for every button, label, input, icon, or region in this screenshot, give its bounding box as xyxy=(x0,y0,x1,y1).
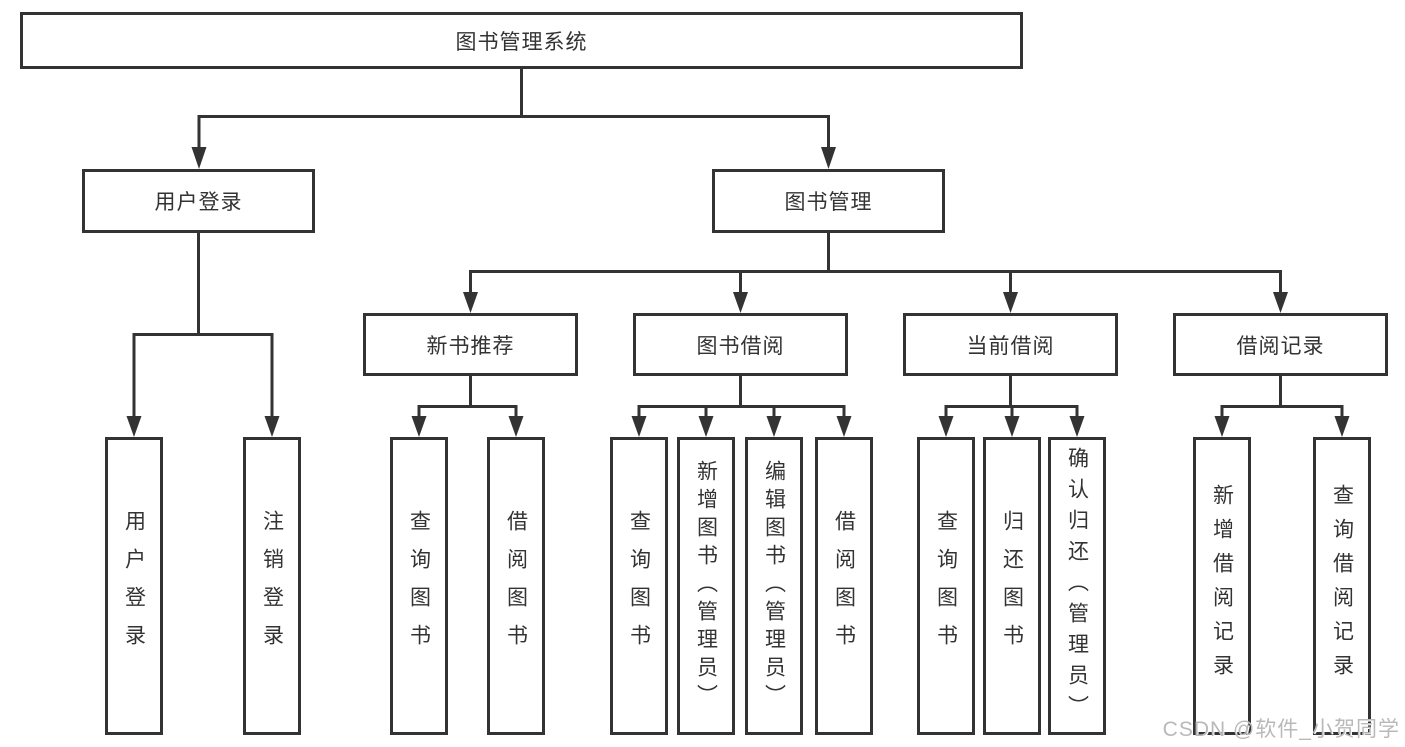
leaf-bb-edit-books-admin: 编辑图书（管理员） xyxy=(745,437,803,735)
node-new-book-recommend: 新书推荐 xyxy=(363,313,578,376)
node-new-book-recommend-label: 新书推荐 xyxy=(426,334,515,358)
leaf-cb-confirm-return-admin: 确认归还（管理员） xyxy=(1048,437,1106,735)
node-borrow-records: 借阅记录 xyxy=(1173,313,1388,376)
leaf-br-query-borrow-record: 查询借阅记录 xyxy=(1313,437,1371,735)
node-book-management: 图书管理 xyxy=(712,169,945,233)
leaf-bb-query-books: 查询图书 xyxy=(610,437,668,735)
node-user-login-label: 用户登录 xyxy=(154,191,243,214)
leaf-br-add-borrow-record: 新增借阅记录 xyxy=(1193,437,1251,735)
node-current-borrow-label: 当前借阅 xyxy=(966,334,1055,358)
leaf-cb-return-books: 归还图书 xyxy=(983,437,1041,735)
leaf-cb-confirm-return-admin-label: 确认归还（管理员） xyxy=(1065,446,1089,726)
leaf-cb-query-books: 查询图书 xyxy=(917,437,975,735)
watermark: CSDN @软件_小贺同学 xyxy=(1162,718,1400,741)
node-book-management-system: 图书管理系统 xyxy=(20,12,1023,69)
leaf-logout: 注销登录 xyxy=(243,437,301,735)
node-book-borrow-label: 图书借阅 xyxy=(696,334,785,358)
leaf-nbr-borrow-books: 借阅图书 xyxy=(487,437,545,735)
leaf-nbr-query-books: 查询图书 xyxy=(390,437,448,735)
leaf-br-add-borrow-record-label: 新增借阅记录 xyxy=(1210,484,1234,688)
leaf-user-login: 用户登录 xyxy=(105,437,163,735)
leaf-bb-add-books-admin: 新增图书（管理员） xyxy=(677,437,735,735)
leaf-bb-edit-books-admin-label: 编辑图书（管理员） xyxy=(762,460,786,712)
leaf-nbr-query-books-label: 查询图书 xyxy=(407,510,431,662)
node-user-login: 用户登录 xyxy=(82,169,315,233)
node-book-management-system-label: 图书管理系统 xyxy=(455,30,588,54)
leaf-br-query-borrow-record-label: 查询借阅记录 xyxy=(1330,484,1354,688)
node-borrow-records-label: 借阅记录 xyxy=(1236,334,1325,358)
leaf-bb-borrow-books: 借阅图书 xyxy=(815,437,873,735)
leaf-bb-query-books-label: 查询图书 xyxy=(627,510,651,662)
leaf-bb-borrow-books-label: 借阅图书 xyxy=(832,510,856,662)
leaf-user-login-label: 用户登录 xyxy=(122,510,146,662)
node-current-borrow: 当前借阅 xyxy=(903,313,1118,376)
leaf-cb-query-books-label: 查询图书 xyxy=(934,510,958,662)
leaf-bb-add-books-admin-label: 新增图书（管理员） xyxy=(694,460,718,712)
leaf-nbr-borrow-books-label: 借阅图书 xyxy=(504,510,528,662)
leaf-cb-return-books-label: 归还图书 xyxy=(1000,510,1024,662)
node-book-management-label: 图书管理 xyxy=(784,191,873,214)
node-book-borrow: 图书借阅 xyxy=(633,313,848,376)
leaf-logout-label: 注销登录 xyxy=(260,510,284,662)
